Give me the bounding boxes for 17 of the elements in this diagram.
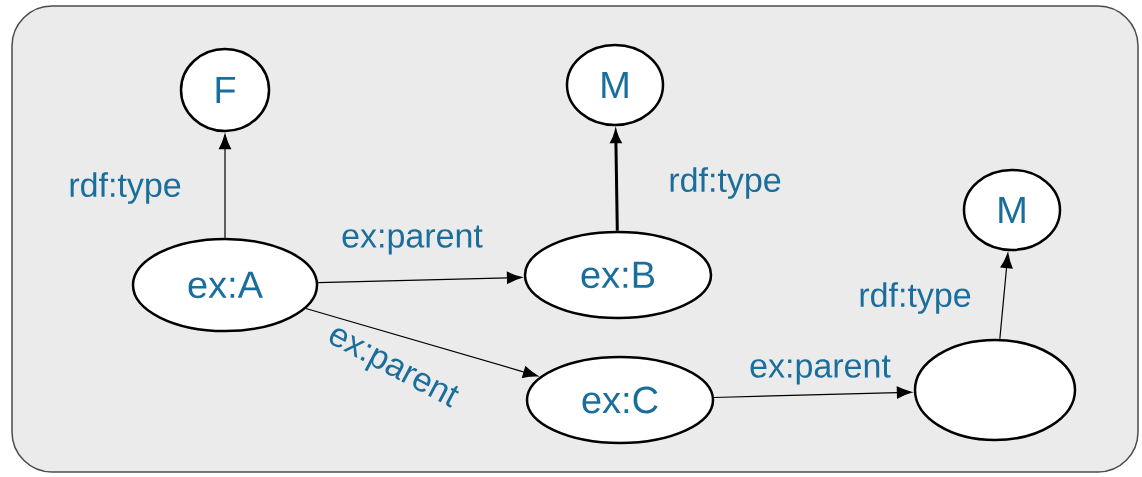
arrow <box>305 307 539 378</box>
ellipse-node: ex:A <box>131 237 319 333</box>
edge-label: rdf:type <box>670 167 781 199</box>
ellipse-node: F <box>179 47 271 133</box>
arrow <box>999 252 1013 340</box>
arrow <box>317 271 523 284</box>
edge-label: rdf:type <box>70 172 181 204</box>
edge-label: rdf:type <box>860 282 971 314</box>
ellipse-node: ex:B <box>523 230 713 320</box>
ellipse-node: M <box>565 43 665 127</box>
empty-ellipse <box>913 338 1077 442</box>
ellipse-node: M <box>962 168 1062 252</box>
edge-label: ex:parent <box>342 225 483 255</box>
ellipse-node: ex:C <box>525 355 715 445</box>
edge-label: ex:parent <box>750 355 891 385</box>
arrow <box>218 134 232 239</box>
arrow <box>713 386 912 399</box>
